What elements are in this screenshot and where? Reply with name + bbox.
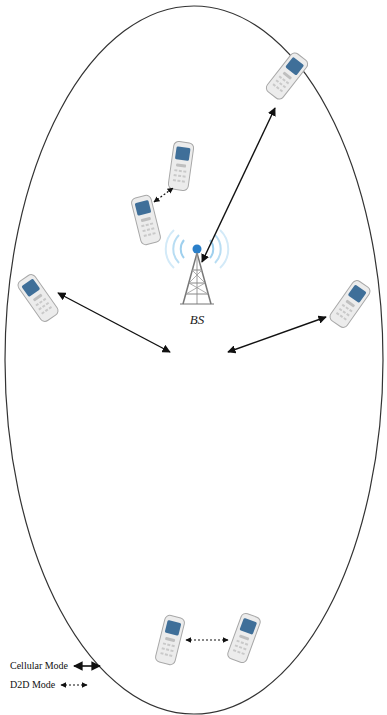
cell-boundary: [5, 6, 383, 714]
phone-icon: [154, 614, 185, 665]
cellular-arrow: [228, 317, 326, 352]
phone-icon: [16, 273, 60, 324]
phone-icon: [168, 141, 194, 191]
station-label: BS: [190, 312, 204, 328]
phone-icon: [226, 612, 261, 664]
d2d-sample: [61, 684, 87, 685]
phones: [16, 51, 372, 666]
legend-entry: Cellular Mode: [10, 660, 102, 671]
d2d-links: [154, 188, 228, 640]
base-station-tower: [166, 230, 229, 304]
phone-icon: [130, 194, 161, 245]
phone-icon: [264, 51, 309, 101]
legend-entry: D2D Mode: [10, 679, 89, 690]
legend-swatch: [72, 661, 102, 671]
cellular-arrow: [202, 108, 275, 262]
d2d-arrow: [154, 188, 173, 202]
d2d-arrow: [186, 639, 228, 640]
cellular-arrow: [58, 293, 170, 352]
cellular-links: [58, 108, 326, 352]
phone-icon: [328, 279, 372, 330]
cellular-sample: [74, 665, 100, 667]
legend-text: Cellular Mode: [10, 660, 68, 671]
legend-swatch: [59, 680, 89, 690]
legend-text: D2D Mode: [10, 679, 55, 690]
